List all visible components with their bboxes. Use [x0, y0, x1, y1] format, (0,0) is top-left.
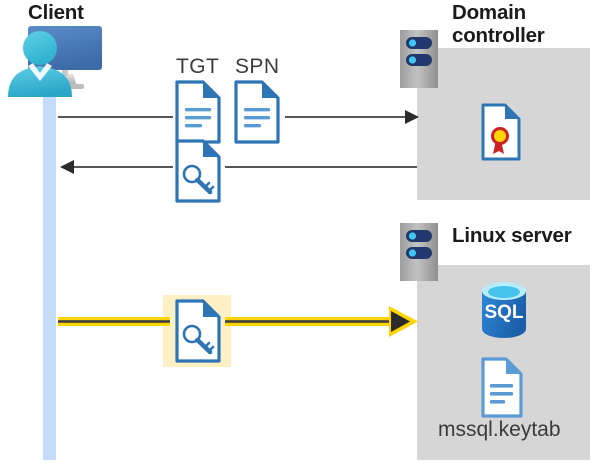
service-ticket-highlight [163, 295, 231, 367]
domain-controller-label-line2: controller [452, 23, 545, 47]
spn-label: SPN [235, 55, 280, 78]
tgt-label: TGT [176, 55, 220, 78]
flow-request-arrow [58, 110, 419, 124]
linux-server-label: Linux server [452, 224, 572, 247]
client-label: Client [28, 1, 84, 24]
mssql-keytab-label: mssql.keytab [438, 418, 561, 441]
domain-controller-label-line1: Domain [452, 1, 526, 24]
domain-controller-panel [417, 48, 590, 200]
document-lines-icon [175, 80, 221, 144]
document-key-icon [175, 139, 221, 203]
flow-ticket-granted-arrow [60, 160, 417, 174]
document-lines-icon [234, 80, 280, 144]
domain-controller-label: Domain controller [452, 1, 598, 48]
client-lifeline [43, 74, 56, 460]
flow-service-ticket-arrow [58, 306, 418, 337]
